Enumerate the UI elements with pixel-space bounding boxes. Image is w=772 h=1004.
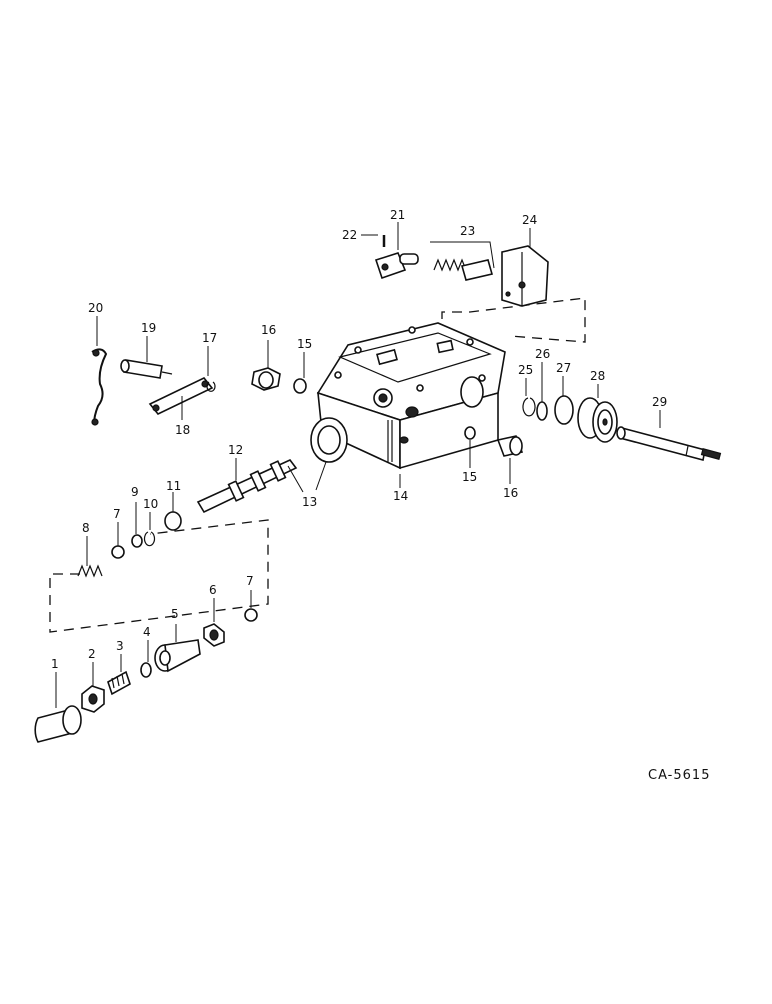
ring-4: [140, 662, 152, 678]
plug-16-upper: [251, 367, 281, 391]
dashed-group-bracket-left: [49, 519, 269, 633]
clip-17: [206, 381, 216, 392]
callout-6: 6: [209, 583, 217, 597]
pin-19: [120, 359, 173, 379]
callout-9: 9: [131, 485, 139, 499]
callout-28: 28: [590, 369, 605, 383]
bracket-plate-24: [501, 245, 549, 307]
callout-19: 19: [141, 321, 156, 335]
bracket-21: [374, 252, 419, 280]
callout-16a: 16: [261, 323, 276, 337]
nut-6: [203, 623, 225, 647]
nut-2: [81, 685, 105, 713]
plug-16-lower: [496, 435, 524, 457]
callout-14: 14: [393, 489, 408, 503]
drawing-id: CA-5615: [648, 768, 710, 783]
cap-1: [34, 705, 82, 743]
callout-1: 1: [51, 657, 59, 671]
plunger-3: [107, 670, 131, 696]
spool-12: [196, 459, 298, 514]
callout-5: 5: [171, 607, 179, 621]
callout-29: 29: [652, 395, 667, 409]
washer-7-a: [111, 545, 125, 559]
callout-10: 10: [143, 497, 158, 511]
spring-8: [77, 564, 103, 578]
sleeve-11: [164, 511, 182, 531]
lever-20: [91, 348, 108, 425]
callout-13: 13: [302, 495, 317, 509]
washer-7-b: [244, 608, 258, 622]
callout-8: 8: [82, 521, 90, 535]
spool-shaft: [616, 426, 722, 461]
snap-ring-10: [143, 531, 156, 547]
callout-4: 4: [143, 625, 151, 639]
lever-hole: [92, 349, 100, 357]
link-18: [148, 377, 214, 415]
callout-2: 2: [88, 647, 96, 661]
fitting-5: [154, 639, 201, 673]
o-ring-27: [554, 395, 574, 425]
washer-15-lower: [464, 426, 476, 440]
lever-hole-2: [91, 418, 99, 426]
spring-23: [433, 258, 494, 281]
piston: [577, 397, 618, 443]
snap-ring-25: [522, 397, 536, 417]
callout-21: 21: [390, 208, 405, 222]
washer-15-upper: [293, 378, 307, 394]
callout-7a: 7: [113, 507, 121, 521]
callout-16b: 16: [503, 486, 518, 500]
callout-27: 27: [556, 361, 571, 375]
callout-26: 26: [535, 347, 550, 361]
ring-9: [131, 534, 143, 548]
callout-15b: 15: [462, 470, 477, 484]
valve-body-housing: [310, 322, 506, 470]
callout-11: 11: [166, 479, 181, 493]
backup-washer-26: [536, 401, 548, 421]
callout-12: 12: [228, 443, 243, 457]
callout-20: 20: [88, 301, 103, 315]
callout-24: 24: [522, 213, 537, 227]
callout-23: 23: [460, 224, 475, 238]
callout-22: 22: [342, 228, 357, 242]
callout-17: 17: [202, 331, 217, 345]
leader-lines: [55, 222, 661, 708]
callout-7b: 7: [246, 574, 254, 588]
callout-18: 18: [175, 423, 190, 437]
callout-15a: 15: [297, 337, 312, 351]
callout-3: 3: [116, 639, 124, 653]
callout-25: 25: [518, 363, 533, 377]
